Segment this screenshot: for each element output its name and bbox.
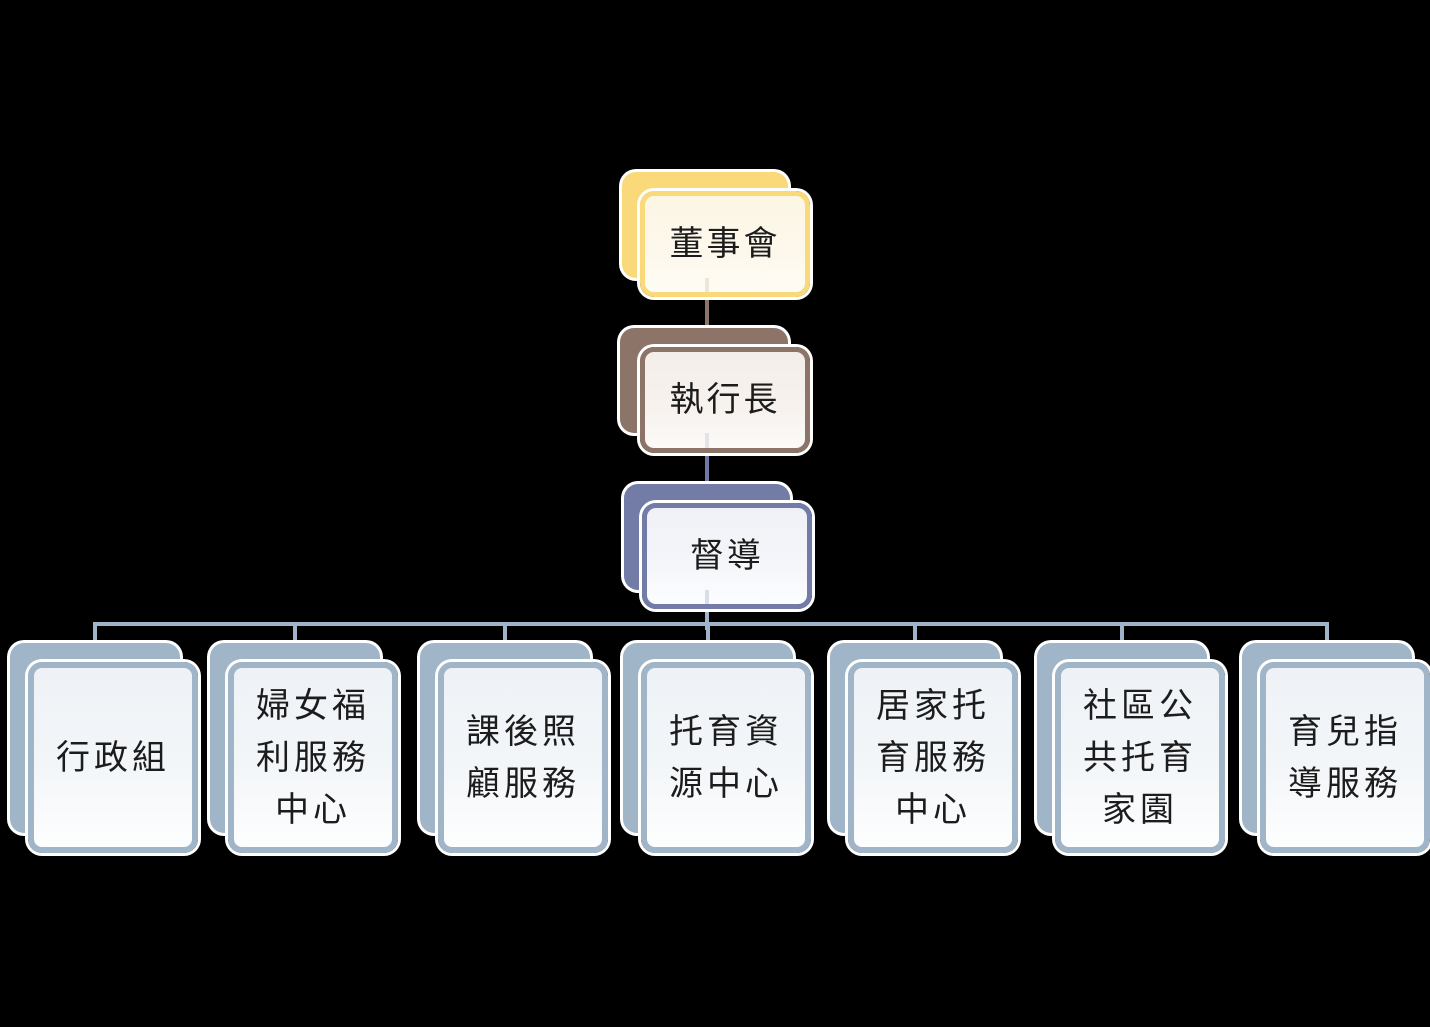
connector-board-executive <box>705 280 709 335</box>
dept-womens-welfare-label: 婦女福 利服務 中心 <box>256 685 370 830</box>
dept-admin-label: 行政組 <box>56 737 170 778</box>
dept-home-childcare-label: 居家托 育服務 中心 <box>876 685 990 830</box>
dept-womens-welfare-node: 婦女福 利服務 中心 <box>228 662 398 853</box>
connector-drop-3 <box>503 622 507 646</box>
dept-parenting-guidance-label: 育兒指 導服務 <box>1288 711 1402 804</box>
connector-supervisor-stem <box>705 592 709 630</box>
executive-node-label: 執行長 <box>669 380 781 420</box>
dept-afterschool-care-label: 課後照 顧服務 <box>466 711 580 804</box>
connector-drop-6 <box>1120 622 1124 646</box>
board-node-label: 董事會 <box>669 224 781 264</box>
connector-ghost-board <box>705 278 709 292</box>
connector-horizontal-rail <box>93 622 1329 626</box>
dept-admin-node: 行政組 <box>28 662 198 853</box>
dept-childcare-resource-label: 托育資 源中心 <box>669 711 783 804</box>
dept-afterschool-care-node: 課後照 顧服務 <box>438 662 608 853</box>
supervisor-node: 督導 <box>642 503 812 609</box>
connector-drop-1 <box>93 622 97 646</box>
connector-ghost-supervisor <box>705 590 709 604</box>
connector-executive-supervisor <box>705 436 709 490</box>
connector-drop-5 <box>913 622 917 646</box>
connector-drop-7 <box>1325 622 1329 646</box>
connector-drop-2 <box>293 622 297 646</box>
dept-childcare-resource-node: 托育資 源中心 <box>641 662 811 853</box>
dept-community-childcare-node: 社區公 共托育 家園 <box>1055 662 1225 853</box>
connector-drop-4 <box>706 622 710 646</box>
supervisor-node-label: 督導 <box>690 536 764 576</box>
dept-community-childcare-label: 社區公 共托育 家園 <box>1083 685 1197 830</box>
dept-home-childcare-node: 居家托 育服務 中心 <box>848 662 1018 853</box>
connector-ghost-executive <box>705 433 709 448</box>
board-node: 董事會 <box>640 191 810 297</box>
executive-node: 執行長 <box>640 347 810 453</box>
dept-parenting-guidance-node: 育兒指 導服務 <box>1260 662 1430 853</box>
